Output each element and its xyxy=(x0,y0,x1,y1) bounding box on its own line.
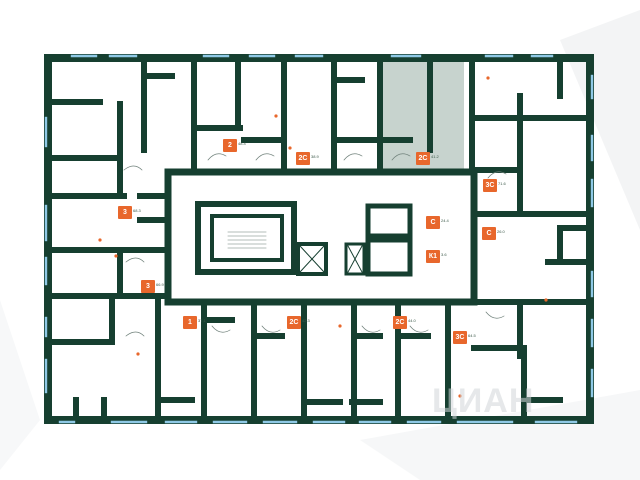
apartment-badge[interactable]: С xyxy=(482,227,496,240)
door-swings xyxy=(123,153,507,337)
right-partitions xyxy=(469,55,593,359)
apartment-area: 41.2 xyxy=(431,154,439,159)
windows xyxy=(44,54,594,424)
apartment-badge[interactable]: С xyxy=(426,216,440,229)
elevator-shaft-upper xyxy=(365,203,413,239)
stair-treads xyxy=(227,231,267,249)
background-shade-right xyxy=(560,10,640,230)
apartment-badge[interactable]: 3 xyxy=(118,206,132,219)
apartment-area: 42.3 xyxy=(302,318,310,323)
elevator-cross xyxy=(347,245,363,273)
apartment-badge[interactable]: 2С xyxy=(287,316,301,329)
stair-core xyxy=(195,201,297,275)
elevator-shaft-small xyxy=(344,242,366,276)
apartment-area: 38.9 xyxy=(311,154,319,159)
apartment-area: 44.0 xyxy=(408,318,416,323)
highlighted-apartment[interactable] xyxy=(382,58,464,170)
elevator-shaft-lower xyxy=(365,237,413,277)
apartment-area: 68.3 xyxy=(133,208,141,213)
building-outline xyxy=(44,54,594,424)
apartment-badge[interactable]: 2С xyxy=(393,316,407,329)
apartment-badge[interactable]: 3С xyxy=(453,331,467,344)
central-corridor xyxy=(164,168,478,306)
apartment-area: 48.4 xyxy=(238,141,246,146)
apartment-badge[interactable]: 2 xyxy=(223,139,237,152)
apartment-badge[interactable]: 1 xyxy=(183,316,197,329)
elevator-cross xyxy=(299,245,325,273)
watermark-text: ЦИАН xyxy=(432,382,535,420)
apartment-area: 37.1 xyxy=(198,318,206,323)
bottom-partitions xyxy=(73,299,563,423)
apartment-area: 71.6 xyxy=(498,181,506,186)
apartment-area: 66.9 xyxy=(156,282,164,287)
apartment-badge[interactable]: 2С xyxy=(416,152,430,165)
apartment-badge[interactable]: К1 xyxy=(426,250,440,263)
background-shade-bottom xyxy=(360,390,640,480)
fixtures xyxy=(98,76,548,398)
apartment-area: 3.6 xyxy=(441,252,447,257)
stair-inner xyxy=(210,214,284,262)
elevator-shaft-left xyxy=(296,242,328,276)
apartment-area: 24.4 xyxy=(441,218,449,223)
apartment-area: 64.5 xyxy=(468,333,476,338)
apartment-area: 26.0 xyxy=(497,229,505,234)
background-shade-left xyxy=(0,300,40,470)
apartment-badge[interactable]: 2С xyxy=(296,152,310,165)
apartment-badge[interactable]: 3 xyxy=(141,280,155,293)
apartment-badge[interactable]: 3С xyxy=(483,179,497,192)
left-partitions xyxy=(45,99,171,345)
